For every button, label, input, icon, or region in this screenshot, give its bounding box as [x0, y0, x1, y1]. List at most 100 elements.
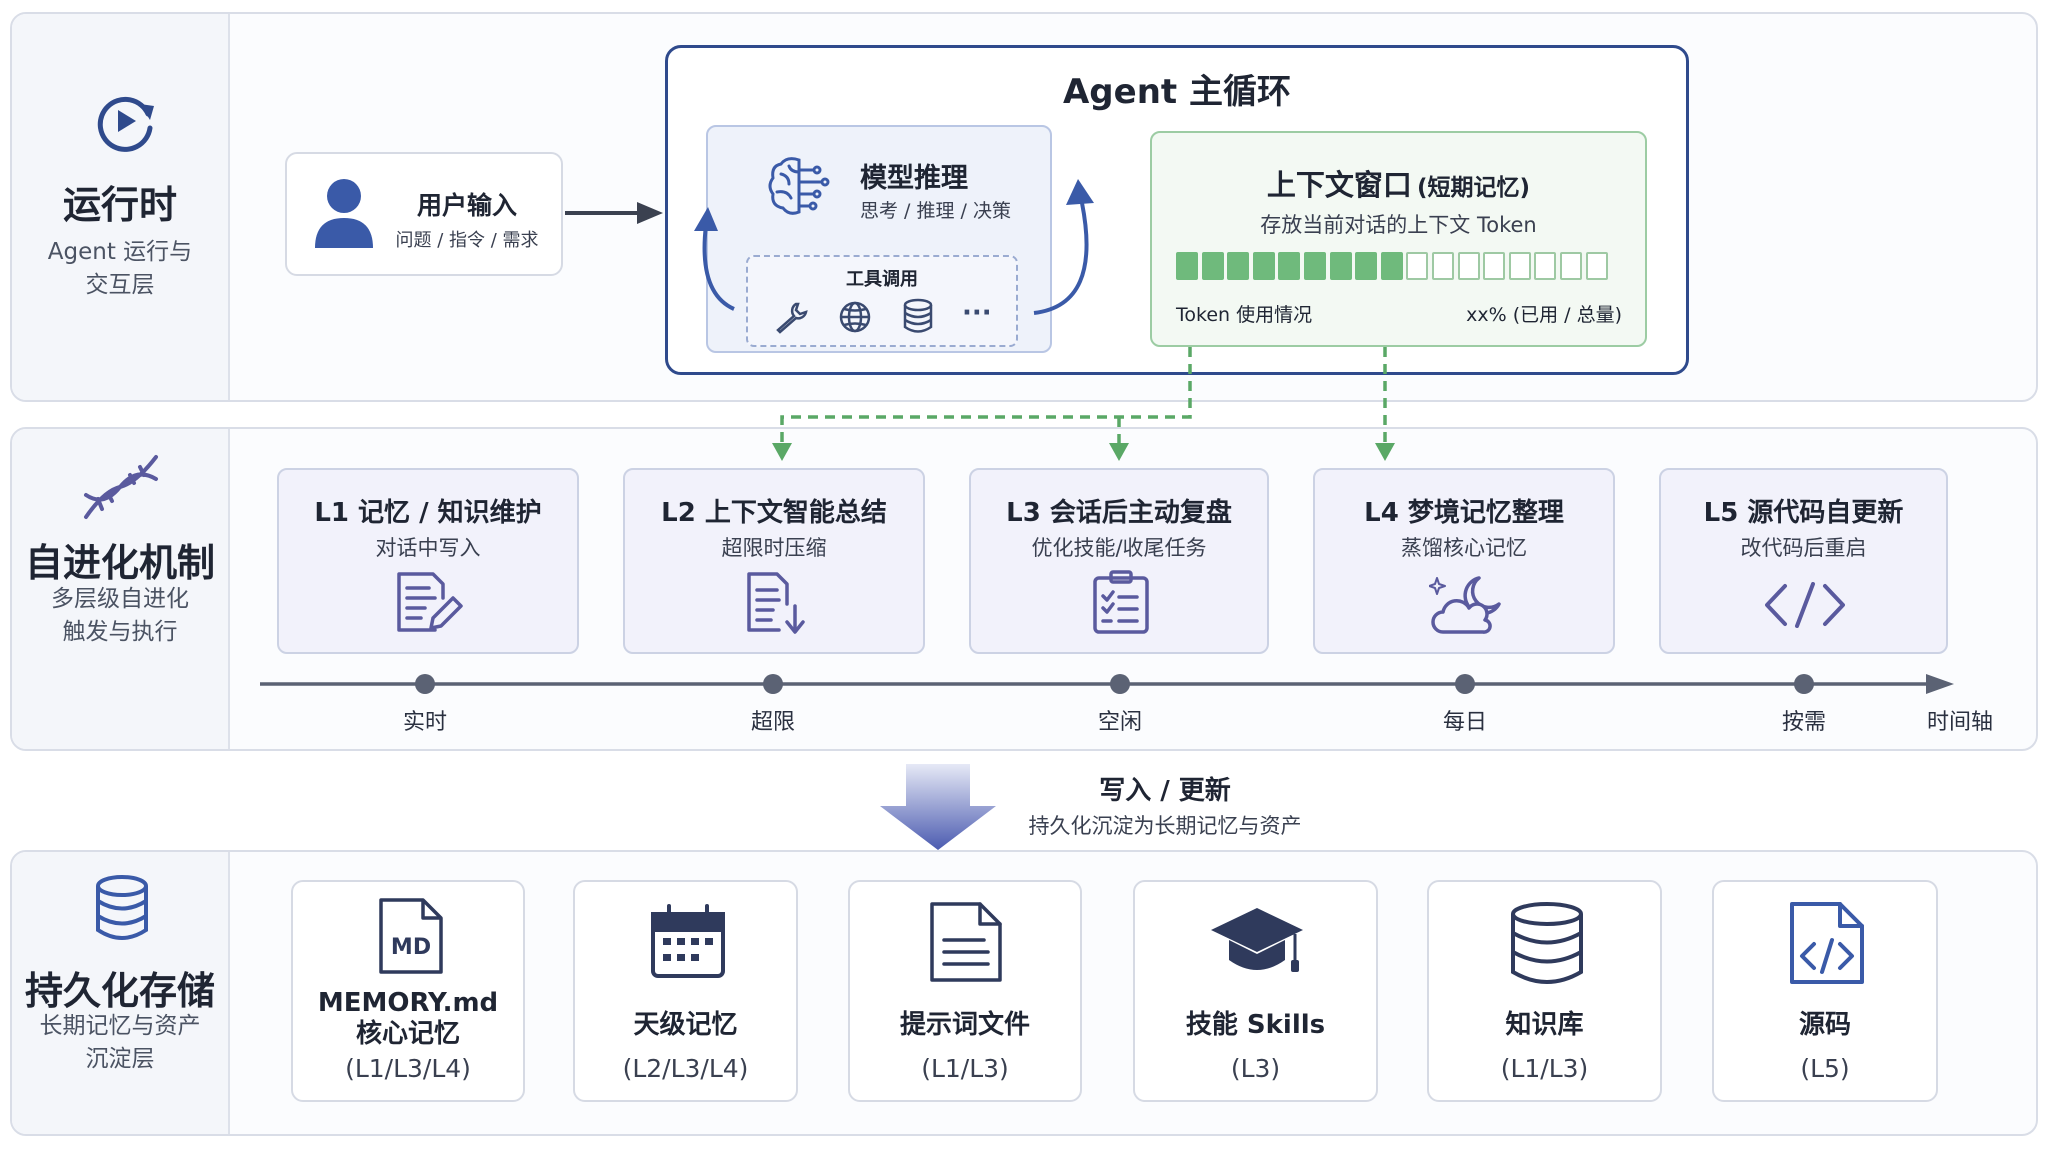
level-card-l3: L3 会话后主动复盘 优化技能/收尾任务 [969, 468, 1269, 654]
timeline-axis [258, 670, 1958, 698]
tools-box [746, 255, 1018, 347]
token-segment-used [1176, 252, 1198, 280]
agent-loop-title: Agent 主循环 [1062, 72, 1291, 112]
brain-icon [765, 152, 837, 222]
md-file-icon-text: MD [391, 935, 431, 960]
reasoning-title: 模型推理 [860, 163, 968, 194]
storage-tag: (L1/L3/L4) [345, 1054, 471, 1083]
storage-tag: (L5) [1800, 1054, 1850, 1083]
globe-icon [838, 300, 872, 334]
level-title: L4 梦境记忆整理 [1364, 498, 1564, 528]
token-usage-value: xx% (已用 / 总量) [1466, 304, 1622, 326]
token-usage-bar [1176, 252, 1608, 280]
timeline-label-realtime: 实时 [402, 710, 447, 735]
text-file-icon [928, 900, 1004, 984]
reasoning-subtitle: 思考 / 推理 / 决策 [860, 200, 1011, 222]
token-segment-used [1278, 252, 1301, 280]
level-subtitle: 对话中写入 [375, 536, 481, 560]
token-segment-used [1355, 252, 1378, 280]
level-title: L1 记忆 / 知识维护 [314, 498, 542, 528]
storage-name: 提示词文件 [899, 1010, 1030, 1040]
runtime-side-panel: 运行时 Agent 运行与 交互层 [12, 14, 230, 400]
user-icon [313, 176, 375, 248]
token-segment-free [1508, 252, 1531, 280]
token-segment-used [1227, 252, 1250, 280]
level-title: L2 上下文智能总结 [661, 498, 887, 528]
storage-tag: (L2/L3/L4) [622, 1054, 749, 1083]
user-input-title: 用户输入 [416, 191, 517, 220]
storage-card-source: 源码 (L5) [1712, 880, 1938, 1102]
token-segment-free [1559, 252, 1582, 280]
write-update-subtitle: 持久化沉淀为长期记忆与资产 [1028, 814, 1302, 838]
tools-title: 工具调用 [846, 269, 918, 290]
level-card-l1: L1 记忆 / 知识维护 对话中写入 [277, 468, 579, 654]
timeline-label-ondemand: 按需 [1781, 710, 1826, 735]
graduation-cap-icon [1207, 904, 1307, 980]
storage-tag: (L1/L3) [921, 1054, 1009, 1083]
storage-name: 源码 [1798, 1010, 1851, 1040]
storage-tag: (L3) [1230, 1054, 1281, 1083]
storage-name: 技能 Skills [1185, 1010, 1326, 1040]
timeline-label-overlimit: 超限 [750, 710, 795, 735]
dna-icon [80, 451, 162, 523]
evolution-side-panel: 自进化机制 多层级自进化 触发与执行 [12, 429, 230, 749]
database-icon [902, 298, 934, 334]
token-segment-used [1201, 252, 1224, 280]
context-title-main: 上下文窗口 [1266, 168, 1412, 202]
storage-subtitle: 长期记忆与资产 沉淀层 [39, 1013, 201, 1072]
storage-card-memory: MD MEMORY.md 核心记忆 (L1/L3/L4) [291, 880, 525, 1102]
timeline-label-idle: 空闲 [1097, 710, 1142, 735]
level-card-l4: L4 梦境记忆整理 蒸馏核心记忆 [1313, 468, 1615, 654]
write-down-arrow [878, 764, 998, 850]
timeline-label-daily: 每日 [1442, 710, 1487, 735]
level-title: L5 源代码自更新 [1703, 498, 1904, 528]
user-input-subtitle: 问题 / 指令 / 需求 [395, 230, 539, 251]
calendar-icon [649, 904, 727, 980]
context-window-card [1150, 131, 1647, 347]
storage-name: 天级记忆 [633, 1010, 738, 1040]
moon-cloud-icon [1429, 568, 1505, 636]
user-to-agent-arrow [565, 198, 665, 228]
storage-card-knowledge: 知识库 (L1/L3) [1427, 880, 1662, 1102]
checklist-icon [1091, 570, 1151, 636]
edit-document-icon [393, 570, 463, 636]
context-window-subtitle: 存放当前对话的上下文 Token [1260, 213, 1537, 237]
token-segment-used [1380, 252, 1403, 280]
evolution-subtitle: 多层级自进化 触发与执行 [51, 586, 189, 645]
token-segment-free [1585, 252, 1608, 280]
runtime-title: 运行时 [62, 183, 177, 227]
token-segment-free [1406, 252, 1429, 280]
storage-card-daily: 天级记忆 (L2/L3/L4) [573, 880, 798, 1102]
storage-name: 知识库 [1505, 1010, 1584, 1040]
more-icon: ··· [962, 298, 992, 328]
level-card-l2: L2 上下文智能总结 超限时压缩 [623, 468, 925, 654]
storage-name: MEMORY.md 核心记忆 [317, 988, 499, 1049]
storage-title: 持久化存储 [24, 969, 215, 1013]
evolution-title: 自进化机制 [24, 541, 215, 585]
level-subtitle: 蒸馏核心记忆 [1401, 536, 1527, 560]
token-segment-free [1534, 252, 1557, 280]
token-segment-free [1431, 252, 1454, 280]
md-file-icon: MD [377, 896, 445, 976]
token-segment-free [1483, 252, 1506, 280]
storage-database-icon [92, 874, 152, 944]
context-title-note: (短期记忆) [1417, 175, 1531, 201]
storage-tag: (L1/L3) [1500, 1054, 1589, 1083]
level-title: L3 会话后主动复盘 [1006, 498, 1232, 528]
wrench-icon [774, 300, 808, 334]
loop-arrow-right [1030, 175, 1110, 320]
code-icon [1765, 582, 1845, 628]
user-input-card: 用户输入 问题 / 指令 / 需求 [285, 152, 563, 276]
token-segment-used [1329, 252, 1352, 280]
token-usage-label: Token 使用情况 [1176, 304, 1313, 326]
level-subtitle: 优化技能/收尾任务 [1031, 536, 1207, 560]
storage-card-prompt: 提示词文件 (L1/L3) [848, 880, 1082, 1102]
context-to-levels-connectors [760, 345, 1420, 465]
token-segment-used [1252, 252, 1275, 280]
knowledge-database-icon [1509, 902, 1585, 986]
storage-side-panel: 持久化存储 长期记忆与资产 沉淀层 [12, 852, 230, 1134]
timeline-axis-label: 时间轴 [1926, 710, 1993, 735]
runtime-subtitle: Agent 运行与 交互层 [47, 239, 193, 298]
token-segment-free [1457, 252, 1480, 280]
level-subtitle: 改代码后重启 [1740, 536, 1867, 560]
